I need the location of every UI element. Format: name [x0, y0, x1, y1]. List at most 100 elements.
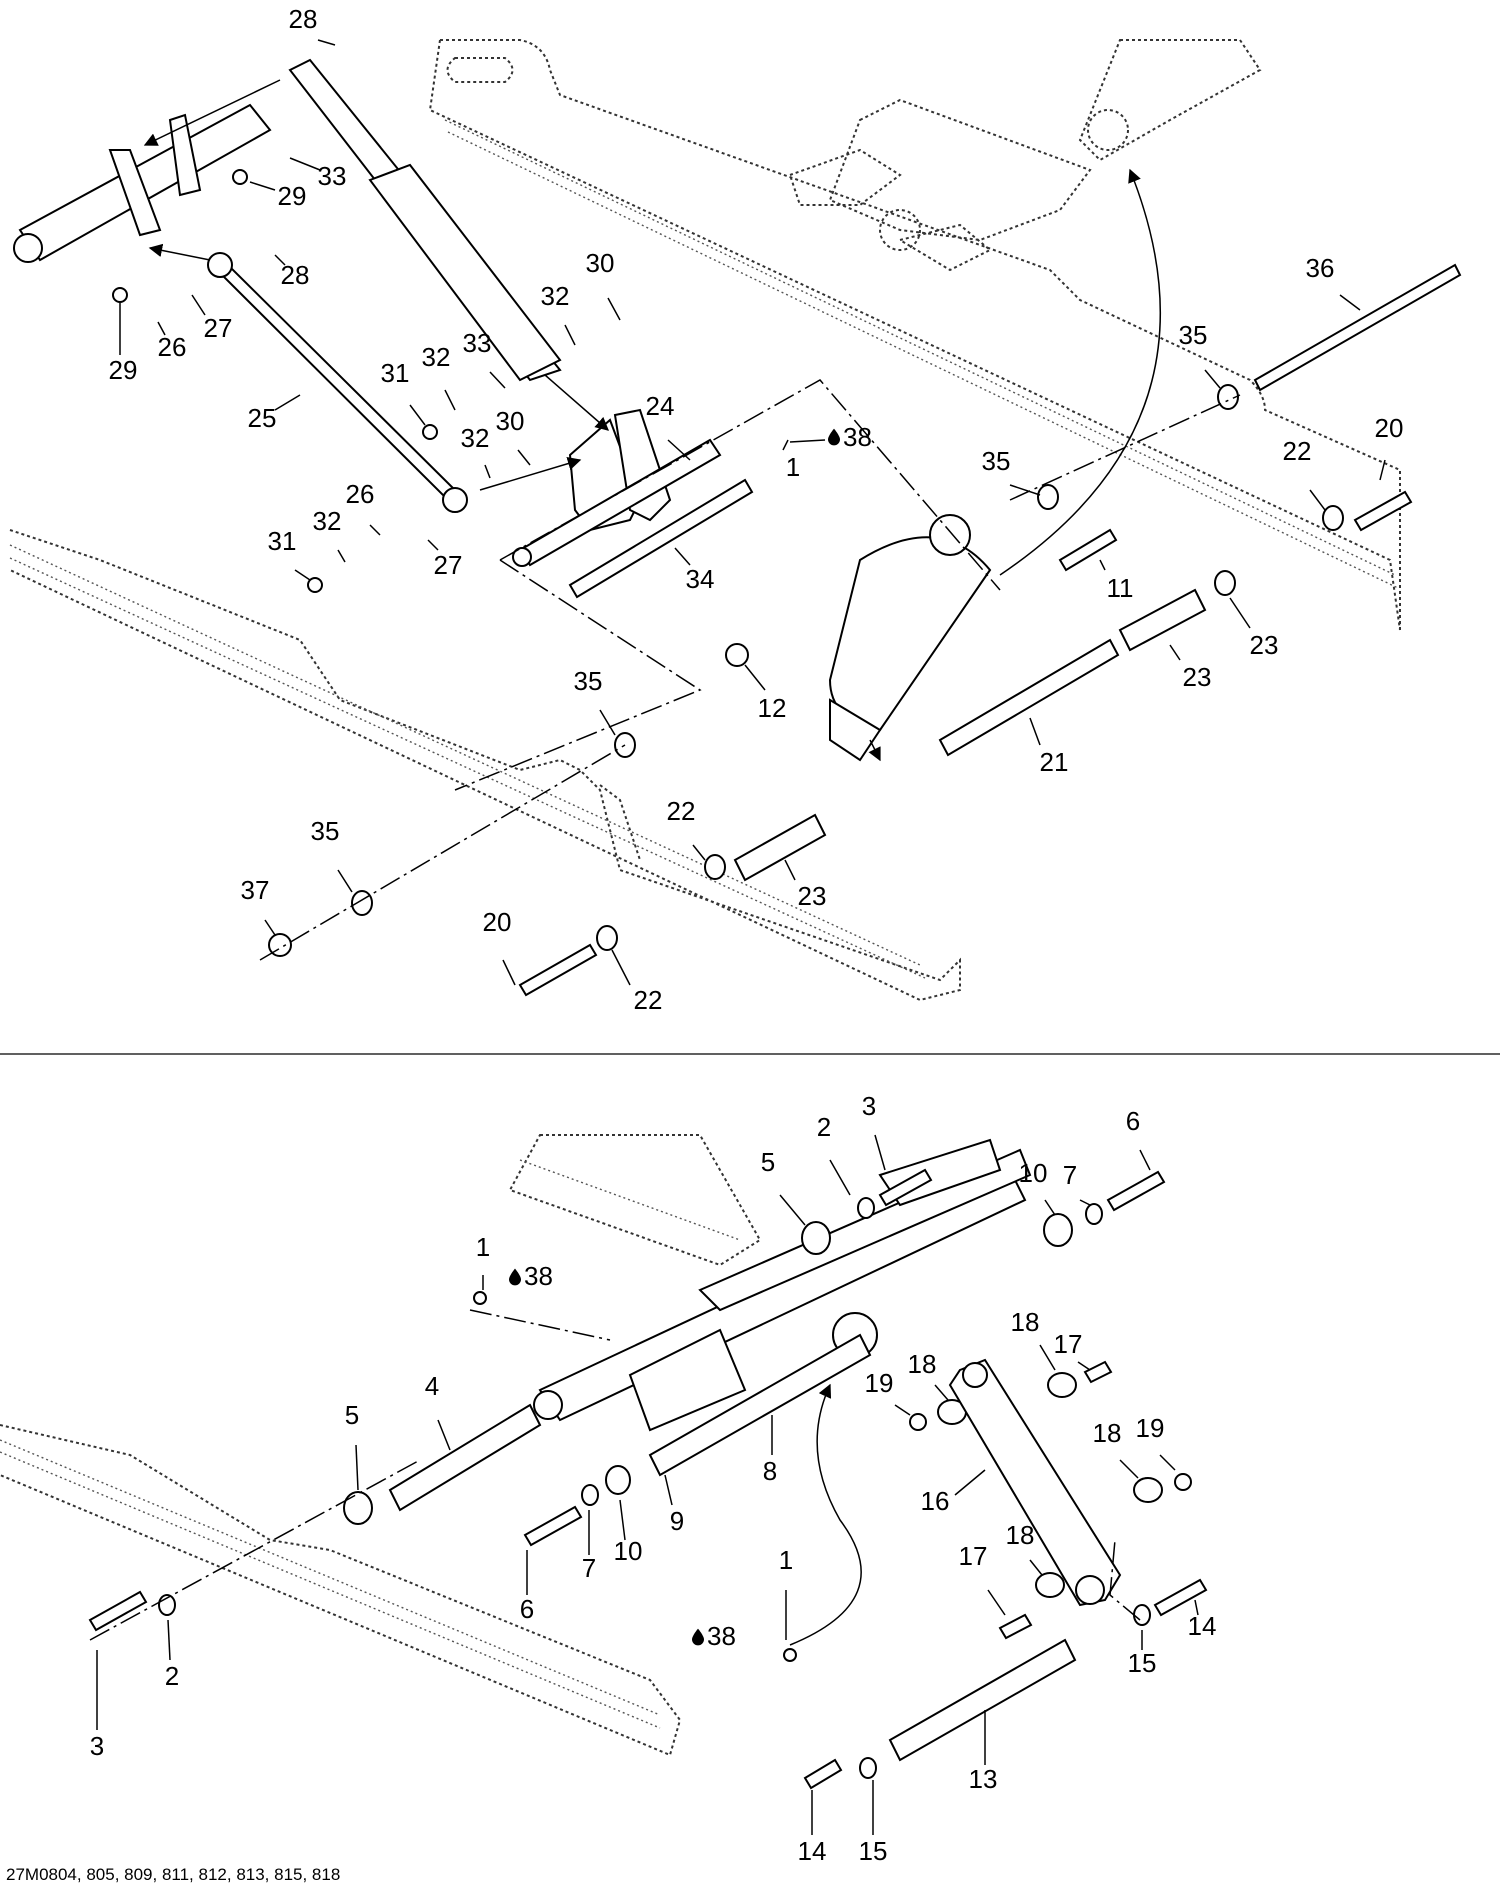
tube-34	[568, 478, 754, 599]
upper-shock	[288, 58, 562, 382]
callout-leader	[274, 254, 286, 266]
washer-18-c	[1133, 1477, 1163, 1503]
nut-19-left	[909, 1413, 927, 1431]
part-callout-7: 7	[1063, 1160, 1077, 1190]
callout-leader	[249, 181, 276, 191]
part-callout-9: 9	[670, 1506, 684, 1536]
oil-drop-icon	[509, 1268, 521, 1286]
part-callout-4: 4	[425, 1371, 439, 1401]
part-callout-8: 8	[763, 1456, 777, 1486]
bushing-5-left	[343, 1491, 373, 1525]
part-callout-3: 3	[90, 1731, 104, 1761]
part-callout-22: 22	[1283, 436, 1312, 466]
plate-16-top-eye	[962, 1362, 988, 1388]
part-callout-28: 28	[289, 4, 318, 34]
nut-29-upper	[232, 169, 248, 185]
spacer-23a	[1118, 588, 1207, 652]
part-callout-26: 26	[158, 332, 187, 362]
rear-rail-upper-ghost	[428, 39, 1401, 631]
nut-12	[725, 643, 749, 667]
lubricant-label: 38	[707, 1621, 736, 1651]
callout-leader	[369, 524, 381, 536]
callout-leader	[517, 449, 531, 466]
part-callout-21: 21	[1040, 747, 1069, 777]
rear-arm-ghost	[788, 39, 1262, 272]
part-callout-32: 32	[313, 506, 342, 536]
bolt-17-bottom	[998, 1613, 1033, 1640]
link-rod-eye-top	[207, 252, 233, 278]
part-callout-35: 35	[311, 816, 340, 846]
lubricant-label: 38	[524, 1261, 553, 1291]
part-callout-20: 20	[1375, 413, 1404, 443]
phantom-axis-bottom-right	[1109, 1539, 1141, 1621]
callout-leader	[784, 859, 796, 881]
shaft-9	[648, 1333, 872, 1477]
part-callout-11: 11	[1107, 573, 1134, 603]
part-callout-30: 30	[586, 248, 615, 278]
grease-fitting-1-bottom	[783, 1648, 797, 1662]
callout-leader	[934, 1384, 949, 1401]
callout-leader	[1119, 1459, 1139, 1479]
callout-leader	[317, 39, 336, 46]
bolt-20-rear	[1353, 490, 1413, 532]
part-callout-15: 15	[1128, 1648, 1157, 1678]
washer-22-bottom	[596, 925, 618, 951]
rail-ghost-top	[508, 1134, 762, 1267]
part-callout-33: 33	[463, 328, 492, 358]
callout-leader	[427, 539, 439, 551]
grease-fitting-1-top	[473, 1291, 487, 1305]
callout-leader	[779, 1194, 806, 1226]
part-callout-19: 19	[1136, 1413, 1165, 1443]
part-callout-5: 5	[345, 1400, 359, 1430]
arrow-to-rear-arm	[999, 168, 1162, 576]
oil-drop-icon	[828, 428, 840, 446]
callout-leader	[1009, 484, 1041, 496]
part-callout-15: 15	[859, 1836, 888, 1866]
callout-leader	[874, 1134, 886, 1171]
rear-shock	[828, 514, 992, 762]
callout-leader	[355, 1444, 359, 1491]
part-callout-27: 27	[434, 550, 463, 580]
part-callout-36: 36	[1306, 253, 1335, 283]
bolt-6-left	[523, 1505, 583, 1547]
part-callout-26: 26	[346, 479, 375, 509]
washer-35-top	[1217, 384, 1239, 410]
callout-leader	[744, 664, 766, 691]
part-callout-29: 29	[278, 181, 307, 211]
oil-drop-icon	[692, 1628, 704, 1646]
washer-23-right	[1214, 570, 1236, 596]
part-callout-32: 32	[422, 342, 451, 372]
shock-bracket	[512, 408, 722, 567]
bolt-20-front	[518, 943, 598, 997]
callout-leader	[337, 549, 346, 563]
callout-leader	[489, 371, 506, 389]
bushing-5-top	[801, 1221, 831, 1255]
callout-leader	[692, 844, 706, 861]
nut-31-lower	[307, 577, 323, 593]
part-callout-18: 18	[908, 1349, 937, 1379]
shaft-21	[938, 638, 1120, 757]
washer-15-right	[1133, 1604, 1151, 1626]
callout-leader	[1339, 294, 1361, 311]
callout-leader	[167, 1619, 171, 1661]
callout-leader	[1039, 1344, 1056, 1371]
callout-leader	[599, 709, 616, 736]
callout-leader	[664, 1474, 673, 1506]
bolt-14-bottom	[803, 1758, 843, 1790]
part-callout-34: 34	[686, 564, 715, 594]
callout-leader	[1029, 1559, 1043, 1576]
part-callout-30: 30	[496, 406, 525, 436]
part-callout-18: 18	[1006, 1520, 1035, 1550]
callout-leader	[289, 157, 321, 171]
callout-leader	[1077, 1361, 1091, 1371]
link-rod-eye-bottom	[442, 487, 468, 513]
part-callout-17: 17	[1054, 1329, 1083, 1359]
part-callout-7: 7	[582, 1553, 596, 1583]
callout-leader	[894, 1404, 911, 1416]
callout-leader	[437, 1419, 451, 1451]
part-callout-10: 10	[614, 1536, 643, 1566]
callout-leader	[294, 569, 311, 581]
part-callout-33: 33	[318, 161, 347, 191]
part-callout-12: 12	[758, 693, 787, 723]
nut-19-right	[1174, 1473, 1192, 1491]
